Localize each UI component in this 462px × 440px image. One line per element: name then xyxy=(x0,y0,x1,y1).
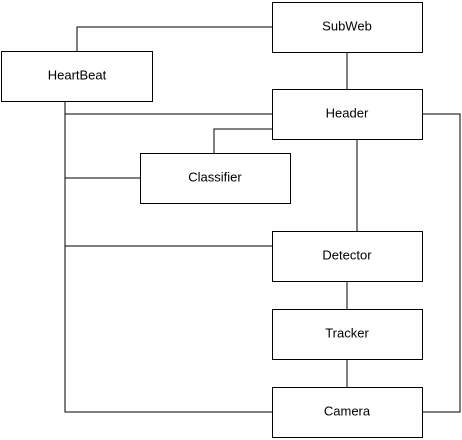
edge-heartbeat-subweb xyxy=(76,26,272,52)
edge-header-classifier xyxy=(213,128,272,153)
node-camera: Camera xyxy=(272,387,423,438)
node-classifier: Classifier xyxy=(140,153,291,204)
node-subweb-label: SubWeb xyxy=(322,18,372,33)
node-heartbeat: HeartBeat xyxy=(1,51,153,102)
edge-header-camera xyxy=(422,113,461,413)
node-camera-label: Camera xyxy=(324,403,371,418)
node-detector: Detector xyxy=(272,231,423,282)
node-heartbeat-label: HeartBeat xyxy=(48,67,107,82)
node-header-label: Header xyxy=(326,105,369,120)
node-header: Header xyxy=(272,89,423,140)
node-classifier-label: Classifier xyxy=(188,169,242,184)
edge-heartbeat-camera xyxy=(64,102,272,413)
node-tracker-label: Tracker xyxy=(325,325,369,340)
node-tracker: Tracker xyxy=(272,309,423,360)
node-detector-label: Detector xyxy=(322,247,372,262)
node-subweb: SubWeb xyxy=(272,2,423,53)
connectors xyxy=(64,26,461,413)
